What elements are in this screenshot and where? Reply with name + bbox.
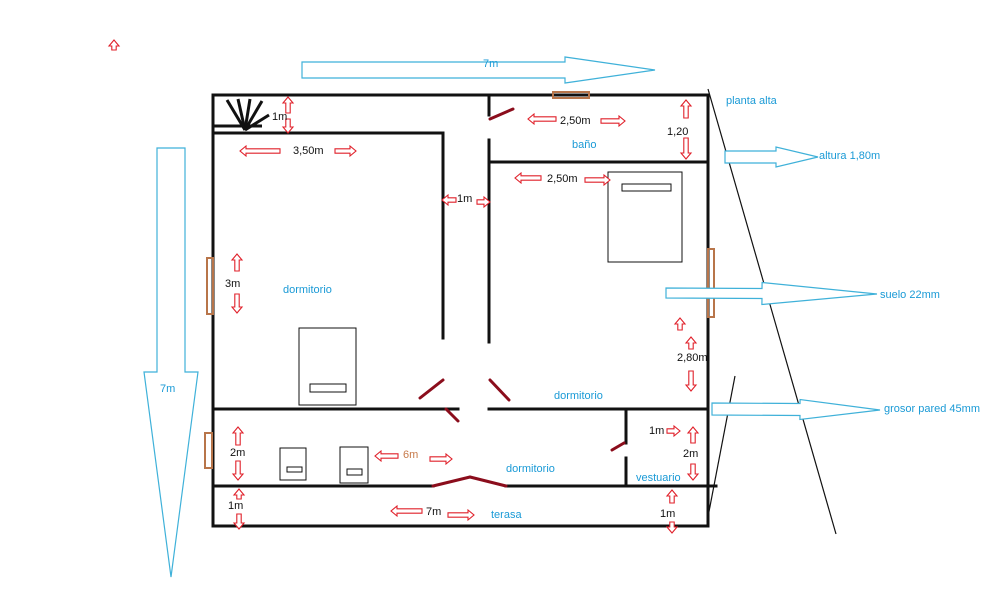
window-2 (707, 248, 715, 318)
room-label-lower: dormitorio (506, 463, 555, 475)
dim-dressing-2m: 2m (683, 448, 699, 460)
dimension-arrow-8 (527, 112, 557, 126)
dimension-arrow-2 (239, 144, 281, 158)
dimension-arrow-18 (231, 460, 245, 481)
window-0 (552, 91, 590, 99)
bed-small-1 (279, 447, 307, 481)
bed-small-2 (339, 446, 369, 484)
dimension-arrow-9 (600, 114, 626, 128)
dimension-arrow-25 (232, 513, 246, 530)
annotation-arrow-4 (711, 398, 881, 421)
dim-stair-1m: 1m (272, 111, 288, 123)
dim-dressing-1m: 1m (649, 425, 665, 437)
window-1 (206, 257, 214, 315)
width-label-top: 7m (483, 58, 499, 70)
dim-bath-width: 2,50m (560, 115, 591, 127)
dimension-arrow-22 (686, 426, 700, 444)
annotation-wall-thickness: grosor pared 45mm (884, 403, 980, 415)
dimension-arrow-21 (666, 424, 681, 438)
annotation-arrow-0 (301, 56, 656, 84)
dimension-arrow-15 (684, 336, 698, 350)
dimension-arrow-5 (476, 195, 491, 209)
dim-terrace-1m-left: 1m (228, 500, 244, 512)
walls (211, 93, 718, 528)
stair-symbol (213, 98, 270, 132)
dimension-arrow-20 (429, 452, 453, 466)
dimension-arrow-23 (686, 463, 700, 481)
dim-lower-height-2m: 2m (230, 447, 246, 459)
dim-bath-height: 1,20 (667, 126, 689, 138)
dimension-arrow-7 (230, 293, 244, 314)
dimension-arrow-24 (232, 488, 246, 500)
window-3 (204, 432, 213, 469)
annotation-level: planta alta (726, 95, 777, 107)
door-5 (468, 475, 508, 488)
dimension-arrow-3 (334, 144, 357, 158)
dimension-arrow-11 (679, 137, 693, 160)
dimension-arrow-6 (230, 253, 244, 272)
dimension-arrow-13 (584, 173, 611, 187)
dimension-arrow-0 (281, 96, 295, 114)
dimension-arrow-19 (374, 449, 399, 463)
dimension-arrow-29 (665, 521, 679, 534)
dimension-arrow-28 (665, 489, 679, 504)
room-label-dressing: vestuario (636, 472, 681, 484)
height-label-left: 7m (160, 383, 176, 395)
annotation-arrow-2 (724, 146, 819, 168)
door-4 (431, 475, 472, 488)
dim-room-height-3m: 3m (225, 278, 241, 290)
dimension-arrow-1 (281, 118, 295, 134)
door-2 (488, 378, 511, 402)
door-0 (488, 107, 515, 121)
doors (418, 107, 626, 488)
annotation-floor: suelo 22mm (880, 289, 940, 301)
dimension-arrow-16 (684, 370, 698, 392)
door-1 (418, 378, 445, 400)
room-label-upper-left: dormitorio (283, 284, 332, 296)
dim-room-width-3-50: 3,50m (293, 145, 324, 157)
dimension-arrow-27 (447, 508, 475, 522)
dim-room-height-2-80: 2,80m (677, 352, 708, 364)
annotation-arrows (143, 56, 881, 578)
door-6 (610, 441, 626, 452)
room-label-bath: baño (572, 139, 597, 151)
windows (204, 91, 715, 469)
furniture (279, 171, 683, 484)
dim-room-width-2-50: 2,50m (547, 173, 578, 185)
bed-left (298, 327, 357, 406)
annotation-arrow-1 (143, 147, 199, 578)
dimension-arrow-12 (514, 171, 542, 185)
dimension-arrows (107, 39, 700, 534)
annotation-height: altura 1,80m (819, 150, 881, 162)
dimension-arrow-10 (679, 99, 693, 119)
room-label-terrace: terasa (491, 509, 522, 521)
dim-lower-width-6m: 6m (403, 449, 419, 461)
dimension-arrow-26 (390, 504, 423, 518)
dim-corridor-1m: 1m (457, 193, 473, 205)
dim-terrace-7m: 7m (426, 506, 442, 518)
dimension-arrow-17 (231, 426, 245, 446)
annotation-arrow-3 (665, 281, 878, 306)
dimension-arrow-14 (673, 317, 687, 331)
bed-right (607, 171, 683, 263)
dim-terrace-1m-right: 1m (660, 508, 676, 520)
room-label-upper-right: dormitorio (554, 390, 603, 402)
door-3 (444, 407, 460, 423)
dimension-arrow-4 (441, 193, 457, 207)
dimension-arrow-30 (107, 39, 121, 51)
